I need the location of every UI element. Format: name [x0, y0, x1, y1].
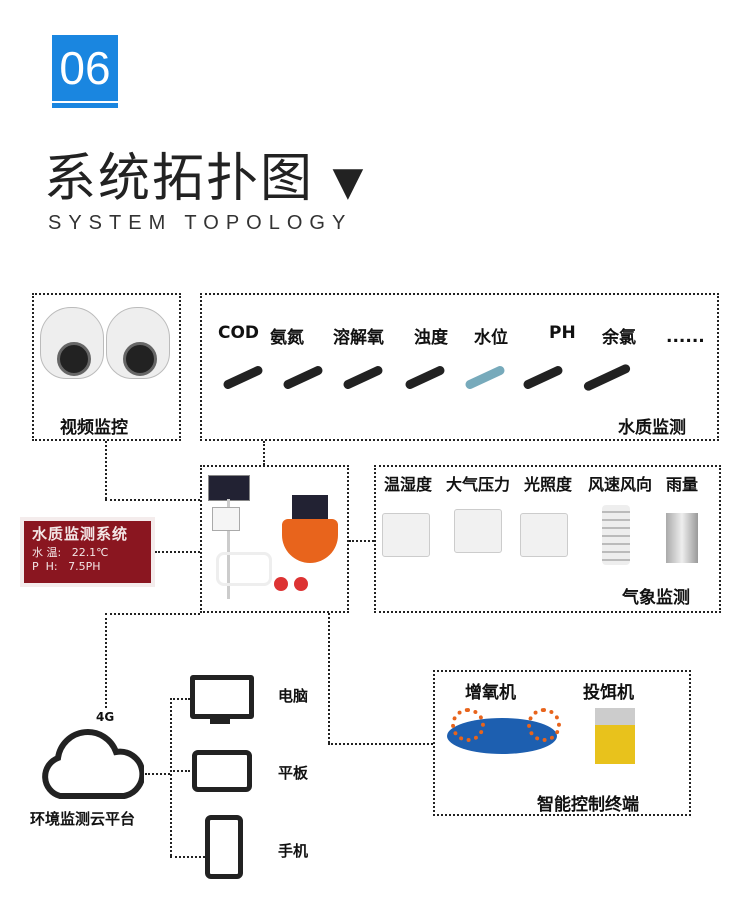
connector [170, 856, 205, 858]
water-item: 氨氮 [270, 328, 304, 348]
float-icon [274, 577, 288, 591]
connector [145, 773, 170, 775]
pole [227, 499, 230, 599]
monitor-icon [190, 675, 254, 719]
control-label: 智能控制终端 [537, 795, 639, 815]
connector [105, 613, 200, 615]
paddle-icon [527, 708, 561, 742]
probe-icon [464, 364, 506, 391]
water-item: 水位 [474, 328, 508, 348]
display-ph: P H: 7.5PH [32, 560, 101, 573]
water-item: 余氯 [602, 328, 636, 348]
video-monitor-box: 视频监控 [32, 293, 181, 441]
camera-icon [40, 307, 104, 379]
weather-item: 光照度 [524, 475, 573, 494]
weather-item: 温湿度 [384, 475, 433, 494]
connector [328, 743, 433, 745]
water-item: PH [549, 323, 576, 343]
weather-item: 大气压力 [446, 475, 511, 494]
aerator-label: 增氧机 [465, 683, 516, 703]
cloud-label: 环境监测云平台 [30, 810, 136, 828]
buoy-frame-icon [216, 552, 272, 586]
connector [349, 540, 374, 542]
connector [170, 698, 172, 856]
weather-box: 温湿度 大气压力 光照度 风速风向 雨量 气象监测 [374, 465, 721, 613]
weather-item: 雨量 [666, 475, 699, 494]
solar-panel-icon [292, 495, 328, 519]
probe-icon [222, 364, 264, 391]
buoy-icon [282, 519, 338, 563]
connector [155, 551, 200, 553]
water-label: 水质监测 [618, 418, 686, 438]
display-title: 水质监测系统 [32, 525, 129, 543]
tablet-icon [192, 750, 252, 792]
control-terminal-box: 增氧机 投饵机 智能控制终端 [433, 670, 691, 816]
controller-box-icon [212, 507, 240, 531]
section-number: 06 [52, 35, 118, 101]
weather-item: 风速风向 [588, 475, 653, 494]
rain-gauge-icon [666, 513, 698, 563]
pc-label: 电脑 [278, 687, 309, 705]
display-temp: 水 温: 22.1℃ [32, 546, 109, 559]
connector [105, 499, 200, 501]
feeder-label: 投饵机 [583, 683, 634, 703]
water-item: ...... [666, 327, 705, 347]
led-display: 水质监测系统 水 温: 22.1℃ P H: 7.5PH [20, 517, 155, 587]
pressure-sensor-icon [454, 509, 502, 553]
triangle-down-icon: ▼ [332, 159, 366, 205]
monitoring-station-box [200, 465, 349, 613]
water-item: COD [218, 323, 260, 343]
probe-icon [582, 362, 632, 393]
water-item: 溶解氧 [333, 328, 384, 348]
water-quality-box: COD 氨氮 溶解氧 浊度 水位 PH 余氯 ...... 水质监测 [200, 293, 719, 441]
solar-panel-icon [208, 475, 250, 501]
feeder-icon [595, 708, 635, 764]
cloud-icon [42, 729, 144, 799]
wind-sensor-icon [602, 505, 630, 565]
water-item: 浊度 [414, 328, 448, 348]
phone-label: 手机 [278, 842, 309, 860]
connector [170, 770, 190, 772]
connector [105, 613, 107, 708]
phone-icon [205, 815, 243, 879]
connector [105, 441, 107, 499]
weather-label: 气象监测 [622, 588, 690, 608]
probe-icon [342, 364, 384, 391]
title-text: 系统拓扑图 [44, 149, 315, 209]
connector [170, 698, 190, 700]
monitor-stand [210, 718, 230, 724]
tablet-label: 平板 [278, 764, 309, 782]
network-label: 4G [96, 710, 115, 724]
camera-icon [106, 307, 170, 379]
light-sensor-icon [520, 513, 568, 557]
paddle-icon [451, 708, 485, 742]
temp-humidity-sensor-icon [382, 513, 430, 557]
probe-icon [404, 364, 446, 391]
page-subtitle: SYSTEM TOPOLOGY [48, 212, 353, 234]
video-label: 视频监控 [60, 418, 128, 438]
probe-icon [522, 364, 564, 391]
connector [328, 613, 330, 743]
page-title: 系统拓扑图 ▼ [44, 136, 365, 211]
float-icon [294, 577, 308, 591]
connector [263, 441, 265, 465]
section-underline [52, 103, 118, 108]
probe-icon [282, 364, 324, 391]
